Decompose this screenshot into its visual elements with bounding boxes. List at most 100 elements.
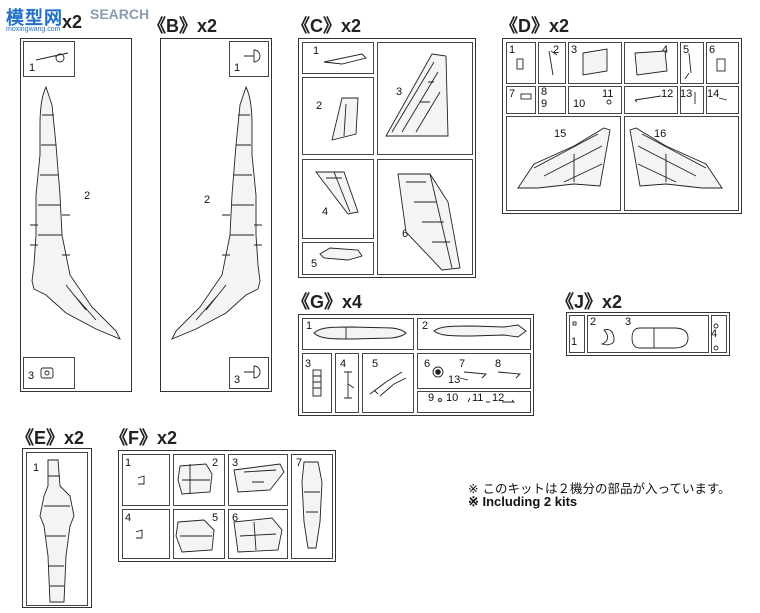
sprue-j-part-1-num: 1 [571, 336, 578, 348]
sprue-c-part-1-num: 1 [313, 45, 320, 57]
sprue-d-row2-parts-shape [520, 92, 728, 105]
sprue-g-part-5-num: 5 [372, 358, 379, 370]
sprue-g-label: 《G》x4 [292, 292, 363, 312]
sprue-g-cell-3 [302, 353, 332, 413]
sprue-c-part-3-shape [385, 53, 449, 137]
sprue-d-cell-7 [506, 86, 536, 114]
sprue-g-part-10-num: 10 [446, 392, 459, 404]
sprue-d-cell-8-9 [538, 86, 566, 114]
sprue-f-part-1-num: 1 [125, 457, 132, 469]
sprue-a-part-3-shape [40, 367, 54, 379]
sprue-d-part-1-num: 1 [509, 44, 516, 56]
sprue-g-part-2-shape [433, 324, 527, 338]
note-japanese: ※ このキットは２機分の部品が入っています。 [468, 481, 731, 496]
sprue-f-part-7-num: 7 [296, 457, 303, 469]
sprue-g-part-6-num: 6 [424, 358, 431, 370]
sprue-j-frame [566, 312, 730, 356]
sprue-d-cell-6 [706, 42, 739, 84]
sprue-f-part-6-num: 6 [232, 512, 239, 524]
sprue-g-part-3-num: 3 [305, 358, 312, 370]
sprue-b-part-3-num: 3 [234, 374, 241, 386]
sprue-g-part-7-num: 7 [459, 358, 466, 370]
sprue-c-part-3-num: 3 [396, 86, 403, 98]
sprue-c-cell-1 [302, 42, 374, 74]
sprue-g-part-1-shape [313, 326, 407, 340]
sprue-b-cell-3 [229, 357, 269, 389]
sprue-g-part-9-num: 9 [428, 392, 435, 404]
sprue-d-part-5-num: 5 [683, 44, 690, 56]
sprue-j-label: 《J》x2 [556, 292, 623, 312]
sprue-d-part-4-num: 4 [662, 44, 669, 56]
sprue-c-part-6-shape [397, 173, 461, 271]
sprue-d-cell-2 [538, 42, 566, 84]
sprue-d-part-15-num: 15 [554, 128, 567, 140]
sprue-g-part-4-num: 4 [340, 358, 347, 370]
sprue-c-part-5-num: 5 [311, 258, 318, 270]
sprue-d-small-parts-shape [516, 48, 726, 80]
sprue-f-part-4-num: 4 [125, 512, 132, 524]
sprue-b-cell-1 [229, 41, 269, 77]
watermark-brand: SEARCH [90, 6, 150, 22]
sprue-f-cell-1 [122, 454, 170, 506]
sprue-c-part-4-shape [315, 171, 359, 215]
sprue-g-part-2-num: 2 [422, 320, 429, 332]
sprue-e-part-1-num: 1 [33, 462, 40, 474]
sprue-d-cell-14 [706, 86, 739, 114]
sprue-f-part-5-num: 5 [212, 512, 219, 524]
sprue-d-part-3-num: 3 [571, 44, 578, 56]
sprue-c-part-6-num: 6 [402, 228, 409, 240]
sprue-d-part-12-num: 12 [661, 88, 674, 100]
sprue-d-cell-5 [680, 42, 704, 84]
sprue-b-part-1-shape [244, 49, 261, 63]
sprue-d-part-14-num: 14 [707, 88, 720, 100]
sprue-d-part-16-num: 16 [654, 128, 667, 140]
sprue-g-part-4-shape [344, 371, 355, 399]
sprue-g-cell-9-12 [417, 391, 531, 413]
sprue-b-part-3-shape [244, 365, 261, 379]
sprue-g-part-1-num: 1 [306, 320, 313, 332]
watermark-url: moxingwang.com [6, 26, 61, 33]
sprue-g-part-5-shape [369, 371, 407, 397]
sprue-d-part-6-num: 6 [709, 44, 716, 56]
sprue-g-cell-5 [362, 353, 414, 413]
sprue-c-label: 《C》x2 [292, 16, 362, 36]
sprue-b-part-1-num: 1 [234, 62, 241, 74]
sprue-g-part-3-shape [312, 369, 322, 397]
sprue-c-part-2-num: 2 [316, 100, 323, 112]
sprue-f-part-2-num: 2 [212, 457, 219, 469]
sprue-g-part-13-num: 13 [448, 374, 461, 386]
sprue-e-label: 《E》x2 [16, 428, 85, 448]
sprue-c-part-2-shape [331, 97, 359, 141]
sprue-a-part-1-shape [35, 52, 69, 63]
sprue-g-part-6-shape [432, 366, 444, 378]
sprue-f-part-3-num: 3 [232, 457, 239, 469]
sprue-d-part-7-num: 7 [509, 88, 516, 100]
sprue-a-part-2-num: 2 [84, 190, 91, 202]
sprue-d-part-8-num: 8 [541, 86, 548, 98]
sprue-b-part-2-num: 2 [204, 194, 211, 206]
sprue-d-cell-10-11 [568, 86, 622, 114]
sprue-d-part-10-num: 10 [573, 98, 586, 110]
sprue-a-cell-1 [23, 41, 75, 77]
sprue-d-cell-13 [680, 86, 704, 114]
sprue-d-label: 《D》x2 [500, 16, 570, 36]
sprue-d-part-16-shape [629, 127, 723, 189]
sprue-d-part-2-num: 2 [553, 44, 560, 56]
sprue-b-fuselage-shape [171, 85, 262, 340]
sprue-g-part-11-num: 11 [472, 392, 484, 404]
sprue-j-part-3-num: 3 [625, 316, 632, 328]
sprue-a-label: x2 [62, 12, 83, 32]
sprue-d-part-15-shape [517, 127, 611, 189]
sprue-g-parts-7-8-13-shape [459, 371, 521, 381]
sprue-a-fuselage-shape [30, 85, 121, 340]
sprue-c-part-5-shape [319, 247, 363, 261]
watermark-logo: 模型网 SEARCH moxingwang.com [4, 2, 154, 34]
note-english: ※ Including 2 kits [468, 494, 578, 509]
sprue-f-parts-shape [135, 461, 323, 553]
sprue-d-part-13-num: 13 [680, 88, 693, 100]
sprue-j-part-4-num: 4 [711, 328, 718, 340]
sprue-d-part-11-num: 11 [602, 88, 614, 100]
sprue-d-cell-1 [506, 42, 536, 84]
watermark-logo-text: 模型网 [6, 8, 63, 29]
sprue-a-part-1-num: 1 [29, 62, 36, 74]
